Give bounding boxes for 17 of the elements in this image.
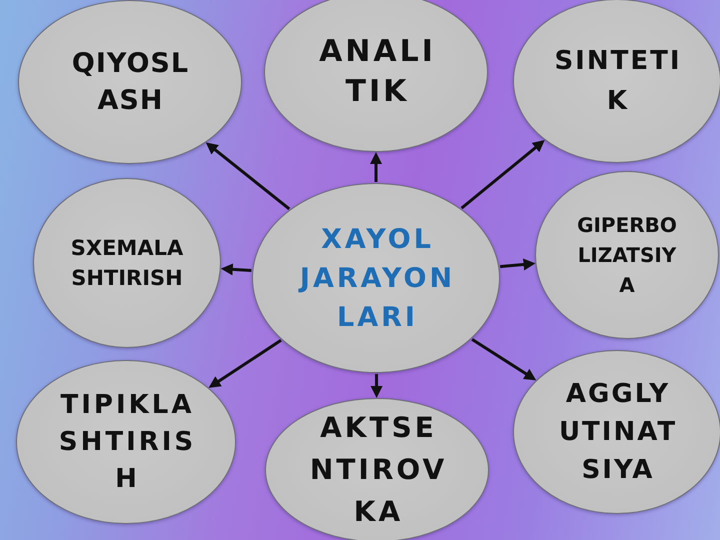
concept-label: QIYOSL ASH <box>70 47 190 118</box>
arrow <box>500 258 536 270</box>
arrow <box>370 152 382 182</box>
concept-label: TIPIKLA SHTIRIS H <box>58 388 196 496</box>
central-topic-label: XAYOL JARAYON LARI <box>297 222 456 334</box>
arrow <box>208 339 282 388</box>
concept-label: AGGLY UTINAT SIYA <box>558 378 678 487</box>
concept-label: SXEMALA SHTIRISH <box>70 235 184 292</box>
concept-label: GIPERBO LIZATSIY A <box>577 212 677 299</box>
arrow <box>220 263 252 276</box>
arrow <box>206 142 290 210</box>
arrow <box>460 140 545 210</box>
arrow <box>471 338 536 380</box>
arrow <box>370 374 383 398</box>
concept-label: AKTSE NTIROV KA <box>308 410 448 530</box>
concept-label: ANALI TIK <box>318 33 436 111</box>
concept-label: SINTETI K <box>553 45 682 118</box>
